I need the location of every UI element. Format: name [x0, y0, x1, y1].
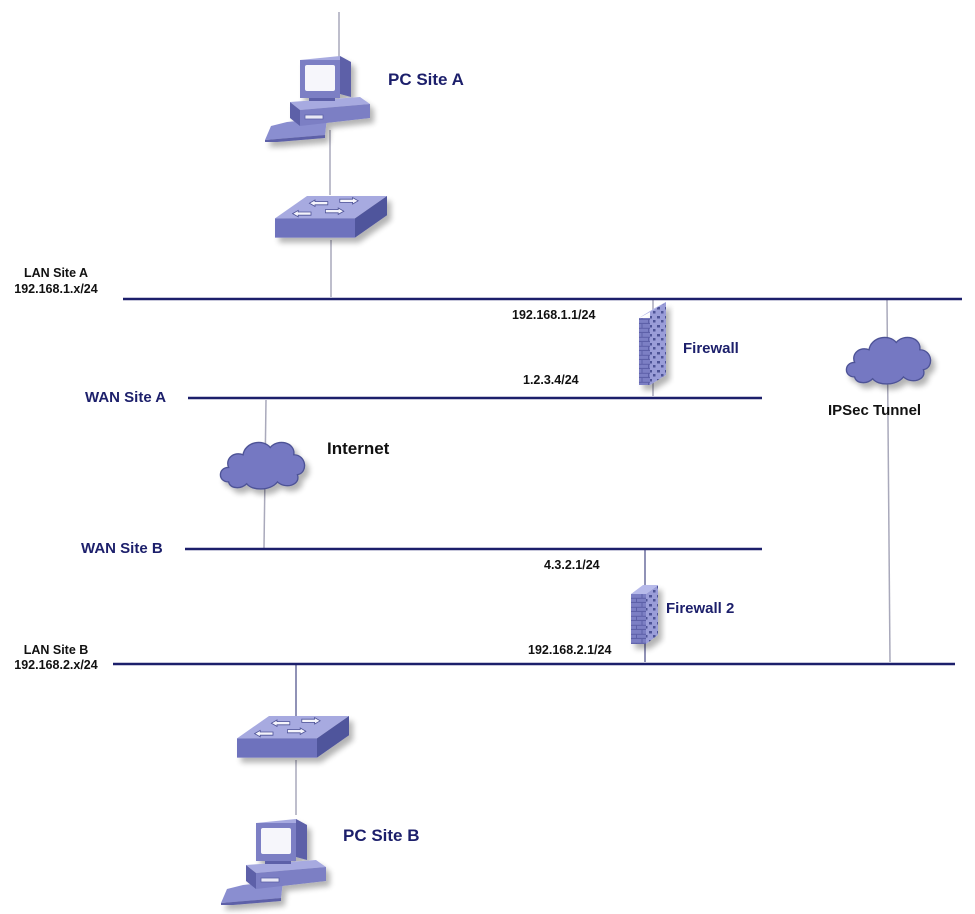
ipsec-tunnel-label: IPSec Tunnel — [828, 402, 922, 419]
firewall-1-wan-ip: 1.2.3.4/24 — [523, 373, 579, 387]
switch-site-a-switch-icon — [275, 196, 387, 239]
pc-site-b-label: PC Site B — [343, 826, 420, 845]
ipsec-tunnel-cloud-icon — [845, 336, 932, 385]
pc-site-a-computer-icon — [265, 55, 371, 142]
internet-label: Internet — [327, 439, 390, 458]
lan-site-b-name: LAN Site B — [23, 643, 89, 657]
firewall-2-label: Firewall 2 — [666, 600, 735, 617]
firewall-2-wan-ip: 4.3.2.1/24 — [544, 558, 600, 572]
wan-site-b-label: WAN Site B — [81, 540, 163, 557]
bus-lines — [113, 297, 962, 666]
firewall-1-lan-ip: 192.168.1.1/24 — [512, 308, 596, 322]
firewall-1-firewall-icon — [639, 302, 666, 385]
switch-site-b-switch-icon — [237, 716, 349, 758]
firewall-2-lan-ip: 192.168.2.1/24 — [528, 643, 612, 657]
internet-cloud-icon — [219, 441, 306, 490]
wan-site-a-label: WAN Site A — [85, 389, 167, 406]
pc-site-b-computer-icon — [221, 818, 327, 905]
pc-site-a-label: PC Site A — [388, 70, 464, 89]
lan-site-a-subnet: 192.168.1.x/24 — [14, 282, 98, 296]
firewall-1-label: Firewall — [683, 340, 739, 357]
link-lines — [263, 12, 891, 815]
firewall-2-firewall-icon — [631, 585, 658, 644]
lan-site-a-name: LAN Site A — [23, 266, 89, 280]
lan-site-b-subnet: 192.168.2.x/24 — [14, 658, 98, 672]
